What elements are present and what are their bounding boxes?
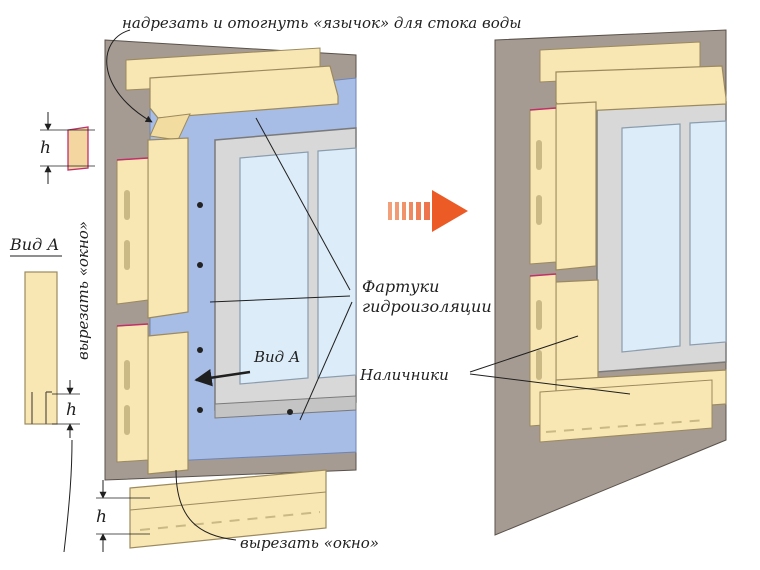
view-a-pointer-label: Вид А <box>253 348 300 366</box>
right-illustration: Наличники <box>359 29 727 536</box>
siding-vertical-strip <box>116 157 149 305</box>
siding-vertical-strip <box>116 323 149 463</box>
slot <box>124 360 130 390</box>
small-cut-piece <box>67 126 89 171</box>
view-a-title: Вид А <box>9 235 59 254</box>
top-trim-right <box>555 65 727 113</box>
aprons-label-line2: гидроизоляции <box>362 297 492 316</box>
top-note-label: надрезать и отогнуть «язычок» для стока … <box>122 14 521 32</box>
window-glass-left-1 <box>239 151 309 385</box>
slot <box>124 190 130 220</box>
dimension-h-top: h <box>40 138 51 158</box>
side-trim-upper <box>147 137 189 319</box>
window-glass-left-2 <box>317 147 357 379</box>
window-glass-right-1 <box>621 123 681 353</box>
bottom-siding-panel-right <box>539 379 713 443</box>
siding-vertical-strip-right <box>529 107 557 265</box>
nail-dot <box>197 347 203 353</box>
top-trim-left <box>149 65 339 119</box>
cut-window-vertical-label: вырезать «окно» <box>74 221 92 360</box>
side-trim-lower <box>147 331 189 475</box>
trims-label: Наличники <box>359 366 449 384</box>
cut-window-bottom-label: вырезать «окно» <box>240 534 379 552</box>
left-illustration: h Вид А h вырезать «окно» h надрезать и … <box>9 14 521 553</box>
bottom-siding-panel-left <box>129 469 327 549</box>
view-a-profile <box>24 271 58 425</box>
nail-dot <box>197 407 203 413</box>
side-trim-right-upper <box>555 101 597 271</box>
transition-arrow-icon <box>388 190 468 232</box>
cut-mark <box>116 157 149 161</box>
cut-mark <box>116 323 149 327</box>
dimension-h-view-a: h <box>66 400 77 420</box>
window-glass-right-2 <box>689 120 727 346</box>
slot <box>124 240 130 270</box>
aprons-label-line1: Фартуки <box>362 277 439 296</box>
nail-dot <box>197 262 203 268</box>
nail-dot <box>197 202 203 208</box>
dimension-h-bottom: h <box>96 507 107 527</box>
nail-dot <box>287 409 293 415</box>
slot <box>124 405 130 435</box>
